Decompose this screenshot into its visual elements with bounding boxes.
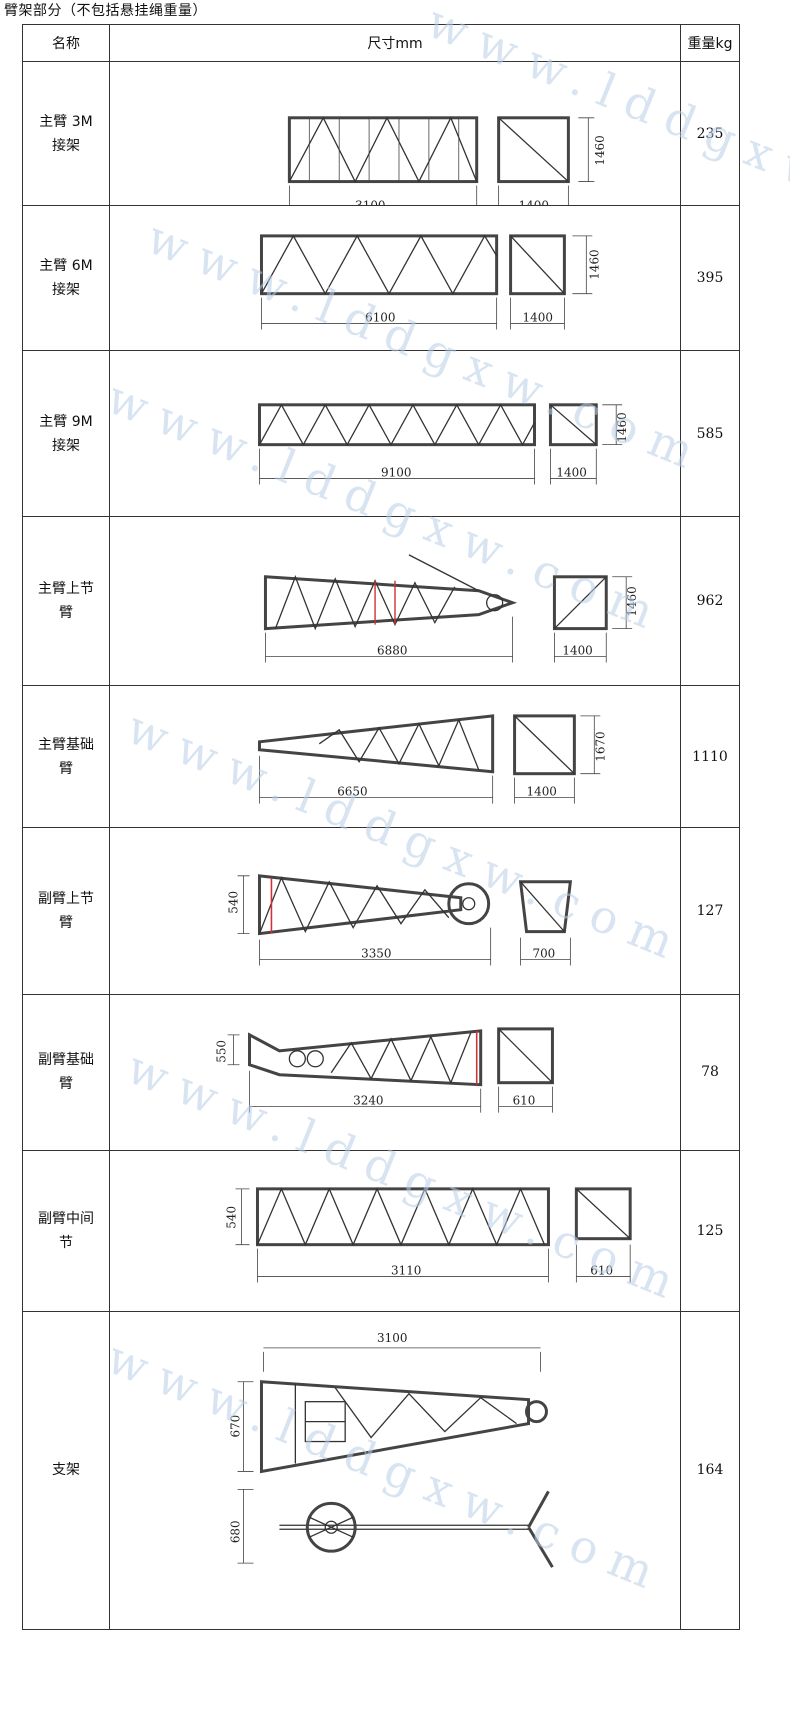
part-name-line1: 主臂上节 — [38, 581, 94, 598]
part-name-cell: 支架 — [22, 1310, 110, 1630]
dim-width: 1400 — [523, 311, 553, 325]
part-name-line2: 臂 — [59, 605, 73, 622]
weight-cell: 585 — [680, 349, 740, 518]
part-name-line1: 副臂上节 — [38, 890, 94, 907]
table-row: 主臂上节 臂 6880 1400 1460 962 — [22, 516, 740, 686]
part-name-line1: 主臂基础 — [38, 736, 94, 753]
dim-width: 1400 — [527, 784, 557, 798]
dim-height: 1670 — [593, 731, 607, 761]
table-row: 主臂 3M 接架 3100 1400 1460 235 — [22, 60, 740, 207]
dim-height: 540 — [227, 891, 241, 914]
part-name-line2: 节 — [59, 1234, 73, 1251]
dimension-drawing-cell: 9100 1400 1460 — [109, 349, 681, 518]
table-row: 主臂 9M 接架 9100 1400 1460 585 — [22, 349, 740, 518]
weight-cell: 1110 — [680, 684, 740, 829]
weight-cell: 125 — [680, 1150, 740, 1312]
table-row: 副臂中间 节 540 3110 610 125 — [22, 1150, 740, 1312]
dim-width: 610 — [513, 1093, 536, 1107]
part-name-cell: 副臂上节 臂 — [22, 827, 110, 995]
part-name-cell: 副臂基础 臂 — [22, 993, 110, 1152]
header-weight: 重量kg — [680, 24, 740, 62]
strut-drawing: 3100 670 680 — [229, 1331, 554, 1568]
dimension-drawing-cell: 6880 1400 1460 — [109, 516, 681, 686]
dimension-drawing-cell: 540 3350 700 — [109, 827, 681, 995]
weight-cell: 235 — [680, 60, 740, 207]
weight-cell: 78 — [680, 993, 740, 1152]
part-name-cell: 主臂 3M 接架 — [22, 60, 110, 207]
weight-cell: 164 — [680, 1310, 740, 1630]
dim-length: 3240 — [353, 1093, 383, 1107]
part-name-cell: 主臂上节 臂 — [22, 516, 110, 686]
table-row: 支架 3100 670 680 164 — [22, 1310, 740, 1630]
table-row: 主臂 6M 接架 6100 1400 1460 395 — [22, 205, 740, 351]
dim-length: 3110 — [391, 1264, 421, 1278]
part-name-cell: 主臂基础 臂 — [22, 684, 110, 829]
part-name-line1: 主臂 3M — [39, 113, 93, 130]
main-boom-top-drawing: 6880 1400 1460 — [263, 554, 639, 663]
dimension-drawing-cell: 6650 1400 1670 — [109, 684, 681, 829]
dim-height: 1460 — [625, 587, 639, 617]
part-name-cell: 副臂中间 节 — [22, 1150, 110, 1312]
weight-cell: 127 — [680, 827, 740, 995]
dim-height: 550 — [215, 1040, 229, 1063]
part-name-line2: 臂 — [59, 1076, 73, 1093]
table-row: 副臂基础 臂 550 3240 610 78 — [22, 993, 740, 1152]
jib-top-drawing: 540 3350 700 — [227, 874, 573, 966]
weight-cell: 962 — [680, 516, 740, 686]
dimension-drawing-cell: 540 3110 610 — [109, 1150, 681, 1312]
main-boom-base-drawing: 6650 1400 1670 — [257, 714, 607, 804]
table-row: 副臂上节 臂 540 3350 700 127 — [22, 827, 740, 995]
dimension-drawing-cell: 3100 670 680 — [109, 1310, 681, 1630]
dim-height: 1460 — [615, 412, 629, 442]
dim-width: 700 — [533, 947, 556, 961]
dim-length: 6100 — [365, 311, 395, 325]
header-name: 名称 — [22, 24, 110, 62]
dim-width: 1400 — [519, 198, 549, 205]
dimension-drawing-cell: 6100 1400 1460 — [109, 205, 681, 351]
part-name-cell: 主臂 6M 接架 — [22, 205, 110, 351]
part-name-line1: 副臂基础 — [38, 1052, 94, 1069]
dim-length: 3350 — [361, 947, 391, 961]
part-name-line1: 支架 — [52, 1462, 80, 1479]
part-name-line2: 臂 — [59, 914, 73, 931]
dim-length: 9100 — [381, 466, 411, 480]
dim-width: 1400 — [556, 466, 586, 480]
part-name-line1: 副臂中间 — [38, 1210, 94, 1227]
header-dims: 尺寸mm — [109, 24, 681, 62]
dim-height: 1460 — [587, 250, 601, 280]
dimension-drawing-cell: 550 3240 610 — [109, 993, 681, 1152]
part-name-line1: 主臂 9M — [39, 413, 93, 430]
table-header-row: 名称 尺寸mm 重量kg — [22, 24, 740, 62]
part-name-line2: 臂 — [59, 760, 73, 777]
dimension-drawing-cell: 3100 1400 1460 — [109, 60, 681, 207]
dim-height: 1460 — [593, 135, 607, 165]
boom-section-6m-drawing: 6100 1400 1460 — [259, 234, 601, 331]
dim-strut-height: 670 — [229, 1414, 243, 1437]
dim-strut-width: 680 — [229, 1520, 243, 1543]
jib-middle-drawing: 540 3110 610 — [225, 1187, 632, 1283]
dim-length: 6650 — [337, 784, 367, 798]
dim-width: 610 — [590, 1264, 613, 1278]
dim-length: 6880 — [377, 644, 407, 658]
dim-width: 1400 — [562, 644, 592, 658]
part-name-cell: 主臂 9M 接架 — [22, 349, 110, 518]
boom-spec-table: 名称 尺寸mm 重量kg 主臂 3M 接架 3100 1400 1460 — [22, 24, 740, 1630]
part-name-line2: 接架 — [52, 137, 80, 154]
dim-height: 540 — [225, 1206, 239, 1229]
weight-cell: 395 — [680, 205, 740, 351]
boom-section-9m-drawing: 9100 1400 1460 — [257, 403, 629, 485]
jib-base-drawing: 550 3240 610 — [215, 1027, 554, 1113]
dim-length: 3100 — [377, 1331, 407, 1345]
table-row: 主臂基础 臂 6650 1400 1670 1110 — [22, 684, 740, 829]
dim-length: 3100 — [355, 198, 385, 205]
page-caption: 臂架部分（不包括悬挂绳重量） — [4, 3, 207, 19]
part-name-line2: 接架 — [52, 437, 80, 454]
part-name-line1: 主臂 6M — [39, 258, 93, 275]
part-name-line2: 接架 — [52, 282, 80, 299]
boom-section-3m-drawing: 3100 1400 1460 — [287, 116, 607, 206]
